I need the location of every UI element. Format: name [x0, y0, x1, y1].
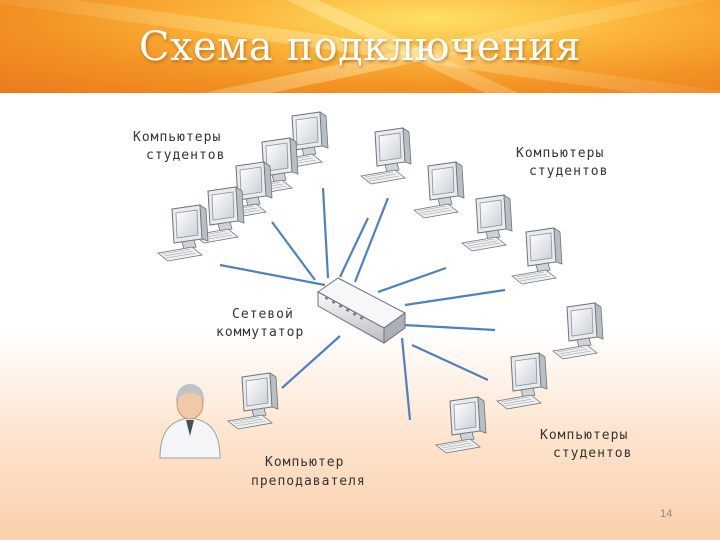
computer-icon — [435, 396, 487, 454]
students-label-bottom-right-line2: студентов — [553, 446, 632, 461]
computer-icon — [157, 204, 209, 262]
teacher-label-line1: Компьютер — [265, 455, 344, 470]
teacher-avatar-icon — [159, 384, 221, 459]
students-label-top-right-line2: студентов — [529, 164, 608, 179]
students-label-top-right-line1: Компьютеры — [516, 146, 604, 161]
switch-label-line2: коммутатор — [216, 325, 304, 340]
network-links — [219, 187, 506, 421]
link-line — [353, 197, 390, 283]
switch-label-line1: Сетевой — [232, 307, 294, 322]
computer-icon — [496, 352, 548, 410]
link-line — [281, 335, 341, 389]
computer-icon — [552, 302, 604, 360]
computer-icon — [413, 161, 465, 219]
link-line — [403, 323, 496, 332]
students-label-bottom-right-line1: Компьютеры — [540, 428, 628, 443]
link-line — [271, 221, 316, 281]
computer-icon — [227, 372, 279, 430]
link-line — [339, 217, 369, 278]
title-banner: Схема подключения — [0, 0, 720, 93]
link-line — [404, 288, 506, 307]
link-line — [219, 263, 326, 287]
students-label-top-left-line2: студентов — [146, 148, 225, 163]
page-number: 14 — [660, 508, 673, 520]
computer-icon — [360, 127, 412, 185]
computer-icon — [511, 227, 563, 285]
link-line — [411, 344, 489, 381]
link-line — [377, 266, 447, 294]
students-label-top-left-line1: Компьютеры — [133, 130, 221, 145]
computer-icon — [461, 194, 513, 252]
slide-title: Схема подключения — [138, 24, 582, 70]
link-line — [400, 337, 412, 421]
teacher-label-line2: преподавателя — [251, 474, 366, 489]
network-switch-icon — [317, 277, 406, 344]
link-line — [321, 187, 330, 279]
